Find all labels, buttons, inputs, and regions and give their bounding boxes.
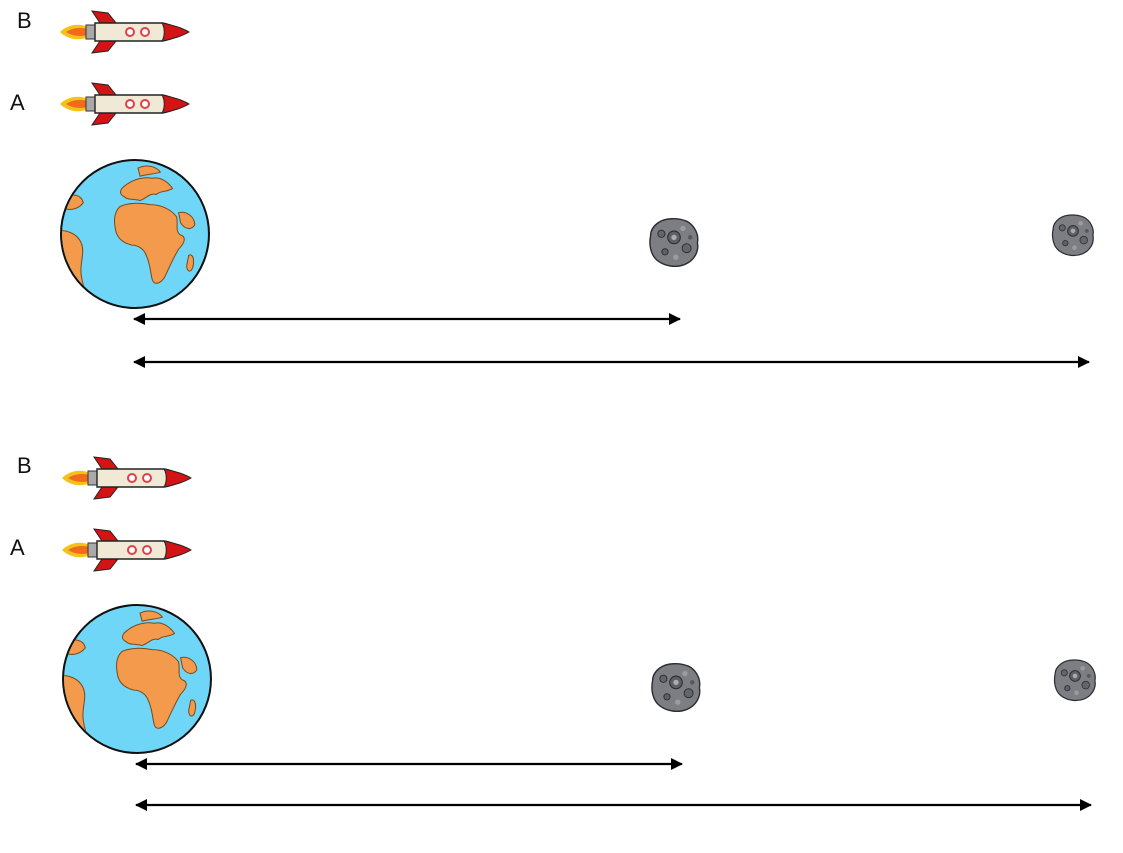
rocket-a-icon	[59, 82, 190, 126]
rocket-b-label: B	[17, 453, 32, 478]
scene-canvas	[55, 10, 1094, 368]
scene-canvas	[57, 456, 1096, 811]
near-asteroid-icon	[649, 217, 699, 268]
earth-icon	[57, 605, 211, 757]
earth-icon	[55, 160, 209, 312]
scenario-panel-bottom: B A	[0, 445, 1123, 853]
rocket-b-icon	[59, 10, 190, 54]
far-asteroid-icon	[1051, 214, 1094, 257]
rocket-b-icon	[61, 456, 192, 500]
rocket-b-label: B	[17, 8, 32, 33]
rocket-a-icon	[61, 528, 192, 572]
scenario-panel-top: B A	[0, 0, 1123, 408]
near-asteroid-icon	[651, 662, 701, 713]
rocket-a-label: A	[10, 90, 25, 115]
far-asteroid-icon	[1053, 659, 1096, 702]
rocket-a-label: A	[10, 535, 25, 560]
